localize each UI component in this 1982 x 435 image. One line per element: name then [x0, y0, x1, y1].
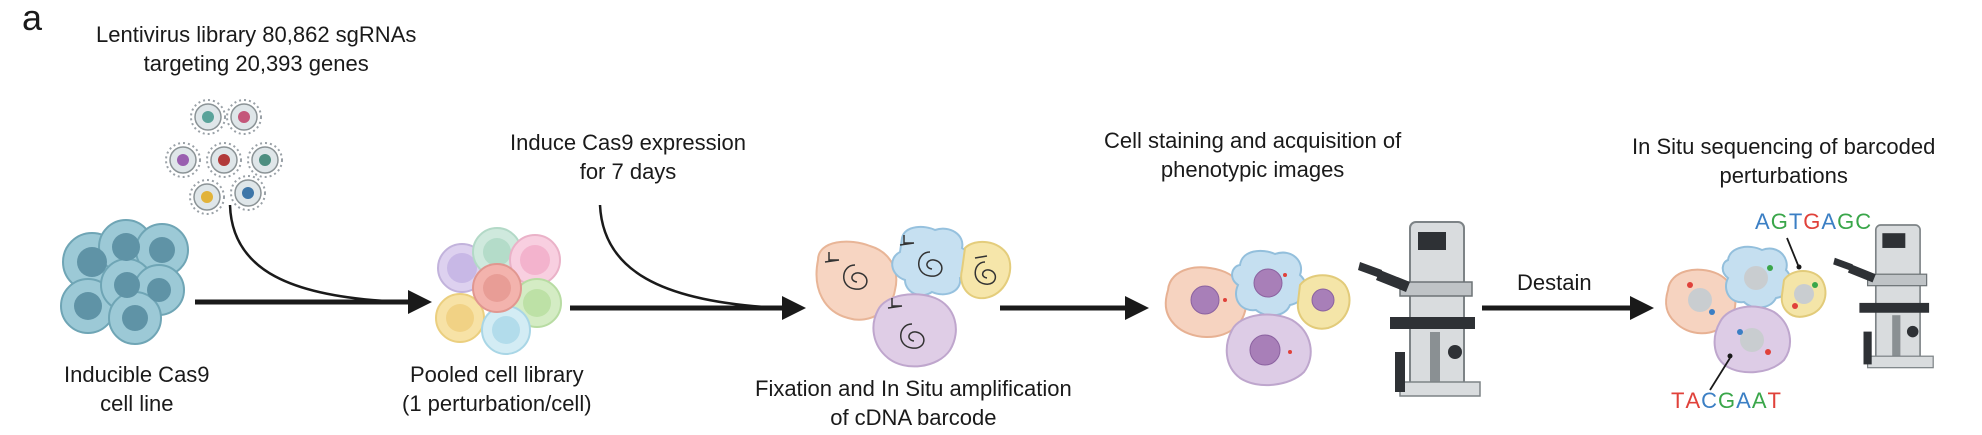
arrow-staining — [1000, 296, 1149, 320]
barcode-letter: G — [1803, 209, 1822, 234]
barcode-letter: G — [1770, 209, 1789, 234]
microscope-icon — [1358, 221, 1481, 397]
induce-label: Induce Cas9 expression for 7 days — [510, 128, 746, 186]
cell-line-line2: cell line — [100, 391, 174, 416]
cell-line-label: Inducible Cas9 cell line — [64, 360, 210, 418]
virus-particle — [206, 142, 242, 178]
fixation-cells-icon — [815, 225, 1012, 368]
arrow-infection — [195, 204, 432, 314]
sequencing-label: In Situ sequencing of barcoded perturbat… — [1632, 132, 1935, 190]
sequencing-microscope-icon — [1833, 224, 1934, 369]
barcode-letter: A — [1821, 209, 1838, 234]
virus-particle — [247, 142, 283, 178]
pooled-line2: (1 perturbation/cell) — [402, 391, 592, 416]
sequencing-line1: In Situ sequencing of barcoded — [1632, 134, 1936, 159]
cas9-cell-cluster-icon — [60, 219, 189, 345]
barcode-letter: A — [1751, 388, 1768, 413]
pooled-line1: Pooled cell library — [409, 362, 584, 387]
induce-line1: Induce Cas9 expression — [510, 130, 747, 155]
induce-line2: for 7 days — [579, 159, 677, 184]
barcode-letter: T — [1671, 388, 1686, 413]
fixation-line1: Fixation and In Situ amplification — [755, 376, 1072, 401]
virus-particle — [165, 142, 201, 178]
library-title-line2: targeting 20,393 genes — [143, 51, 369, 76]
stained-cells-icon — [1164, 249, 1351, 387]
fixation-label: Fixation and In Situ amplification of cD… — [755, 374, 1072, 432]
barcode-letter: A — [1736, 388, 1752, 413]
arrow-induce — [570, 204, 806, 320]
barcode-sequence-top: AGTGAGC — [1755, 209, 1872, 235]
barcode-letter: G — [1837, 209, 1856, 234]
arrow-destain — [1482, 296, 1654, 320]
library-title: Lentivirus library 80,862 sgRNAs targeti… — [96, 20, 416, 78]
virus-particle — [230, 175, 266, 211]
panel-letter: a — [22, 0, 43, 38]
barcode-letter: C — [1855, 209, 1873, 234]
barcode-letter: A — [1755, 209, 1771, 234]
barcode-sequence-bottom: TACGAAT — [1671, 388, 1782, 414]
barcode-letter: G — [1718, 388, 1737, 413]
barcode-letter: T — [1767, 388, 1782, 413]
fixation-line2: of cDNA barcode — [830, 405, 997, 430]
library-title-line1: Lentivirus library 80,862 sgRNAs — [96, 22, 417, 47]
virus-particle — [190, 99, 226, 135]
staining-line1: Cell staining and acquisition of — [1104, 128, 1402, 153]
barcode-letter: C — [1701, 388, 1719, 413]
barcode-letter: A — [1685, 388, 1702, 413]
virus-particle — [189, 179, 225, 215]
staining-label: Cell staining and acquisition of phenoty… — [1104, 126, 1401, 184]
lentivirus-library-icon — [165, 99, 283, 215]
destain-label: Destain — [1517, 270, 1592, 295]
pooled-library-label: Pooled cell library (1 perturbation/cell… — [402, 360, 592, 418]
virus-particle — [226, 99, 262, 135]
cell-line-line1: Inducible Cas9 — [64, 362, 210, 387]
barcode-letter: T — [1788, 209, 1804, 234]
sequencing-line2: perturbations — [1719, 163, 1848, 188]
pooled-cell-library-icon — [435, 227, 562, 355]
destained-cells-icon — [1664, 237, 1827, 391]
staining-line2: phenotypic images — [1160, 157, 1345, 182]
